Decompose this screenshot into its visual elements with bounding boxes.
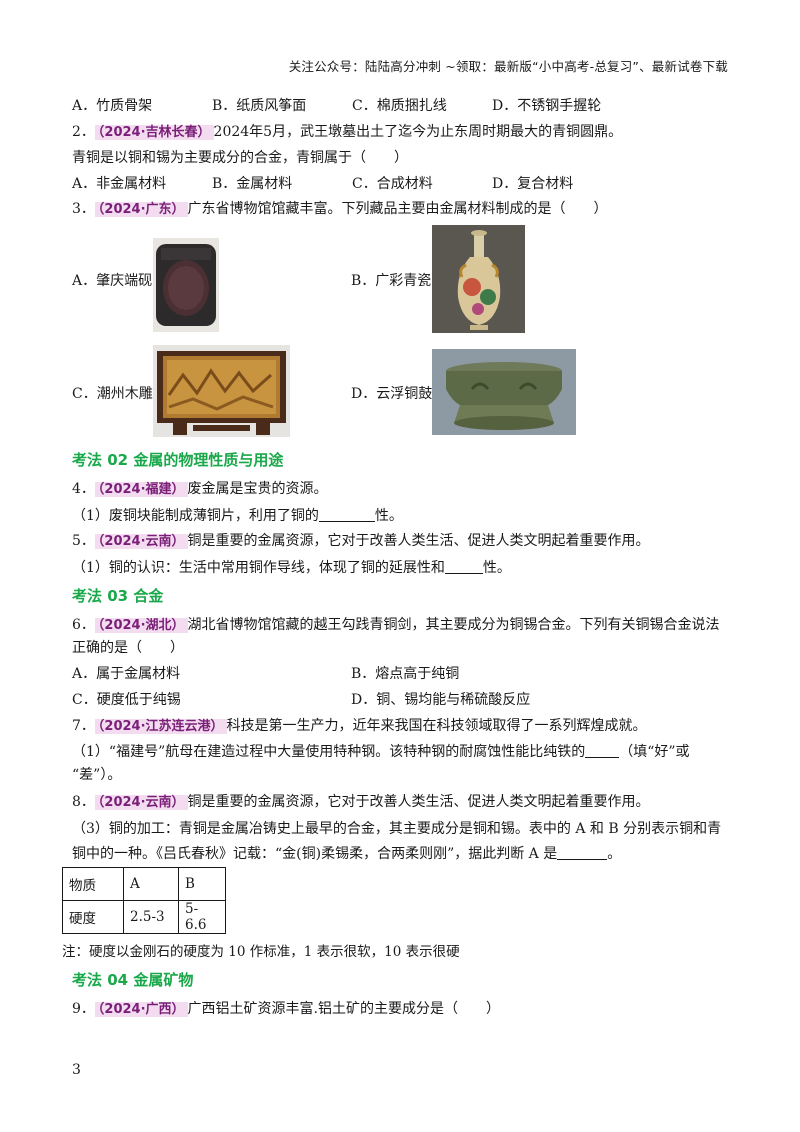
table-header-cell: A xyxy=(123,867,179,901)
bronze-drum-photo xyxy=(432,349,576,435)
option-d: D．不锈钢手握轮 xyxy=(492,98,602,114)
sub-question-text: 铜中的一种。《吕氏春秋》记载：“金(铜)柔锡柔，合两柔则刚”，据此判断 A 是 xyxy=(72,846,558,862)
q3-option-b: B．广彩青瓷 xyxy=(351,273,432,289)
q2-stem: 2．（2024·吉林长春）2024年5月，武王墩墓出土了迄今为止东周时期最大的青… xyxy=(72,121,622,143)
sub-question-text: （1）铜的认识：生活中常用铜作导线，体现了铜的延展性和 xyxy=(72,560,445,576)
q6-stem-2: 正确的是（ ） xyxy=(72,640,184,656)
option-c: C．硬度低于纯锡 xyxy=(72,692,181,708)
question-text: 广西铝土矿资源丰富.铝土矿的主要成分是（ ） xyxy=(187,1001,500,1017)
section-title-04: 考法 04 金属矿物 xyxy=(72,971,194,989)
sub-question-end: 。 xyxy=(607,846,622,862)
option-a: A．属于金属材料 xyxy=(72,666,181,682)
question-text: 科技是第一生产力，近年来我国在科技领域取得了一系列辉煌成就。 xyxy=(226,718,647,734)
q3-option-d: D．云浮铜鼓 xyxy=(351,386,433,402)
source-tag: （2024·云南） xyxy=(94,795,188,810)
answer-blank[interactable] xyxy=(444,558,483,574)
source-tag: （2024·广西） xyxy=(94,1002,188,1017)
sub-question-end: 性。 xyxy=(374,508,403,524)
option-b: B．纸质风筝面 xyxy=(212,98,307,114)
q7-sub-1: （1）“福建号”航母在建造过程中大量使用特种钢。该特种钢的耐腐蚀性能比纯铁的 （填… xyxy=(72,741,690,763)
question-text: 湖北省博物馆馆藏的越王勾践青铜剑，其主要成分为铜锡合金。下列有关铜锡合金说法 xyxy=(187,617,720,633)
sub-question-end: （填“好”或 xyxy=(619,744,690,760)
question-number: 3． xyxy=(72,201,95,217)
option-b: B．熔点高于纯铜 xyxy=(351,666,460,682)
q5-sub-1: （1）铜的认识：生活中常用铜作导线，体现了铜的延展性和 性。 xyxy=(72,557,511,579)
wood-carving-photo xyxy=(153,345,290,437)
q8-sub-3: （3）铜的加工：青铜是金属冶铸史上最早的合金，其主要成分是铜和锡。表中的 A 和… xyxy=(72,821,722,837)
source-tag: （2024·吉林长春） xyxy=(94,125,214,140)
answer-blank[interactable] xyxy=(318,506,375,522)
q6-options-row-1: A．属于金属材料 B．熔点高于纯铜 xyxy=(72,663,732,685)
question-number: 5． xyxy=(72,533,95,549)
section-title-03: 考法 03 合金 xyxy=(72,587,164,605)
section-title-02: 考法 02 金属的物理性质与用途 xyxy=(72,451,284,469)
source-tag: （2024·湖北） xyxy=(94,618,188,633)
q3-option-c: C．潮州木雕 xyxy=(72,386,153,402)
option-b: B．金属材料 xyxy=(212,176,293,192)
option-c: C．合成材料 xyxy=(352,176,433,192)
question-number: 8． xyxy=(72,794,95,810)
q5-stem: 5．（2024·云南）铜是重要的金属资源，它对于改善人类生活、促进人类文明起着重… xyxy=(72,530,650,552)
sub-question-text: （1）废铜块能制成薄铜片，利用了铜的 xyxy=(72,508,319,524)
question-number: 4． xyxy=(72,481,95,497)
q2-options: A．非金属材料 B．金属材料 C．合成材料 D．复合材料 xyxy=(72,173,732,195)
question-number: 7． xyxy=(72,718,95,734)
option-a: A．竹质骨架 xyxy=(72,98,153,114)
answer-blank[interactable] xyxy=(585,742,620,758)
q3-option-a: A．肇庆端砚 xyxy=(72,273,153,289)
question-text: 铜是重要的金属资源，它对于改善人类生活、促进人类文明起着重要作用。 xyxy=(187,794,650,810)
vase-photo xyxy=(432,225,525,333)
page-number: 3 xyxy=(72,1062,81,1078)
table-note: 注：硬度以金刚石的硬度为 10 作标准，1 表示很软，10 表示很硬 xyxy=(62,944,460,960)
q2-stem-2: 青铜是以铜和锡为主要成分的合金，青铜属于（ ） xyxy=(72,150,408,166)
sub-question-end: 性。 xyxy=(482,560,511,576)
page-header: 关注公众号：陆陆高分冲刺 ~领取：最新版“小中高考-总复习”、最新试卷下载 xyxy=(288,59,728,74)
table-cell: 2.5-3 xyxy=(123,900,179,934)
q8-sub-3-cont: 铜中的一种。《吕氏春秋》记载：“金(铜)柔锡柔，合两柔则刚”，据此判断 A 是 。 xyxy=(72,843,621,865)
question-text: 2024年5月，武王墩墓出土了迄今为止东周时期最大的青铜圆鼎。 xyxy=(213,124,623,140)
answer-blank[interactable] xyxy=(557,844,608,860)
table-cell: 硬度 xyxy=(62,900,124,934)
q7-stem: 7．（2024·江苏连云港）科技是第一生产力，近年来我国在科技领域取得了一系列辉… xyxy=(72,715,647,737)
q3-stem: 3．（2024·广东）广东省博物馆馆藏丰富。下列藏品主要由金属材料制成的是（ ） xyxy=(72,198,608,220)
source-tag: （2024·福建） xyxy=(94,482,188,497)
table-header-cell: 物质 xyxy=(62,867,124,901)
question-number: 9． xyxy=(72,1001,95,1017)
q6-stem: 6．（2024·湖北）湖北省博物馆馆藏的越王勾践青铜剑，其主要成分为铜锡合金。下… xyxy=(72,614,720,636)
option-c: C．棉质捆扎线 xyxy=(352,98,447,114)
table-header-row: 物质 A B xyxy=(62,867,226,901)
option-a: A．非金属材料 xyxy=(72,176,167,192)
question-text: 广东省博物馆馆藏丰富。下列藏品主要由金属材料制成的是（ ） xyxy=(187,201,608,217)
table-cell: 5-6.6 xyxy=(178,900,226,934)
question-text: 废金属是宝贵的资源。 xyxy=(187,481,328,497)
source-tag: （2024·云南） xyxy=(94,534,188,549)
q6-options-row-2: C．硬度低于纯锡 D．铜、锡均能与稀硫酸反应 xyxy=(72,689,732,711)
option-d: D．铜、锡均能与稀硫酸反应 xyxy=(351,692,531,708)
source-tag: （2024·广东） xyxy=(94,202,188,217)
option-d: D．复合材料 xyxy=(492,176,574,192)
table-row: 硬度 2.5-3 5-6.6 xyxy=(62,900,226,934)
sub-question-text: （1）“福建号”航母在建造过程中大量使用特种钢。该特种钢的耐腐蚀性能比纯铁的 xyxy=(72,744,586,760)
q7-sub-1-cont: “差”）。 xyxy=(72,767,122,783)
question-number: 6． xyxy=(72,617,95,633)
q1-options: A．竹质骨架 B．纸质风筝面 C．棉质捆扎线 D．不锈钢手握轮 xyxy=(72,95,732,117)
q9-stem: 9．（2024·广西）广西铝土矿资源丰富.铝土矿的主要成分是（ ） xyxy=(72,998,500,1020)
question-text: 铜是重要的金属资源，它对于改善人类生活、促进人类文明起着重要作用。 xyxy=(187,533,650,549)
inkstone-photo xyxy=(153,238,219,332)
hardness-table: 物质 A B 硬度 2.5-3 5-6.6 xyxy=(62,867,226,934)
q4-stem: 4．（2024·福建）废金属是宝贵的资源。 xyxy=(72,478,328,500)
question-number: 2． xyxy=(72,124,95,140)
q8-stem: 8．（2024·云南）铜是重要的金属资源，它对于改善人类生活、促进人类文明起着重… xyxy=(72,791,650,813)
table-header-cell: B xyxy=(178,867,226,901)
q4-sub-1: （1）废铜块能制成薄铜片，利用了铜的 性。 xyxy=(72,505,403,527)
source-tag: （2024·江苏连云港） xyxy=(94,719,227,734)
